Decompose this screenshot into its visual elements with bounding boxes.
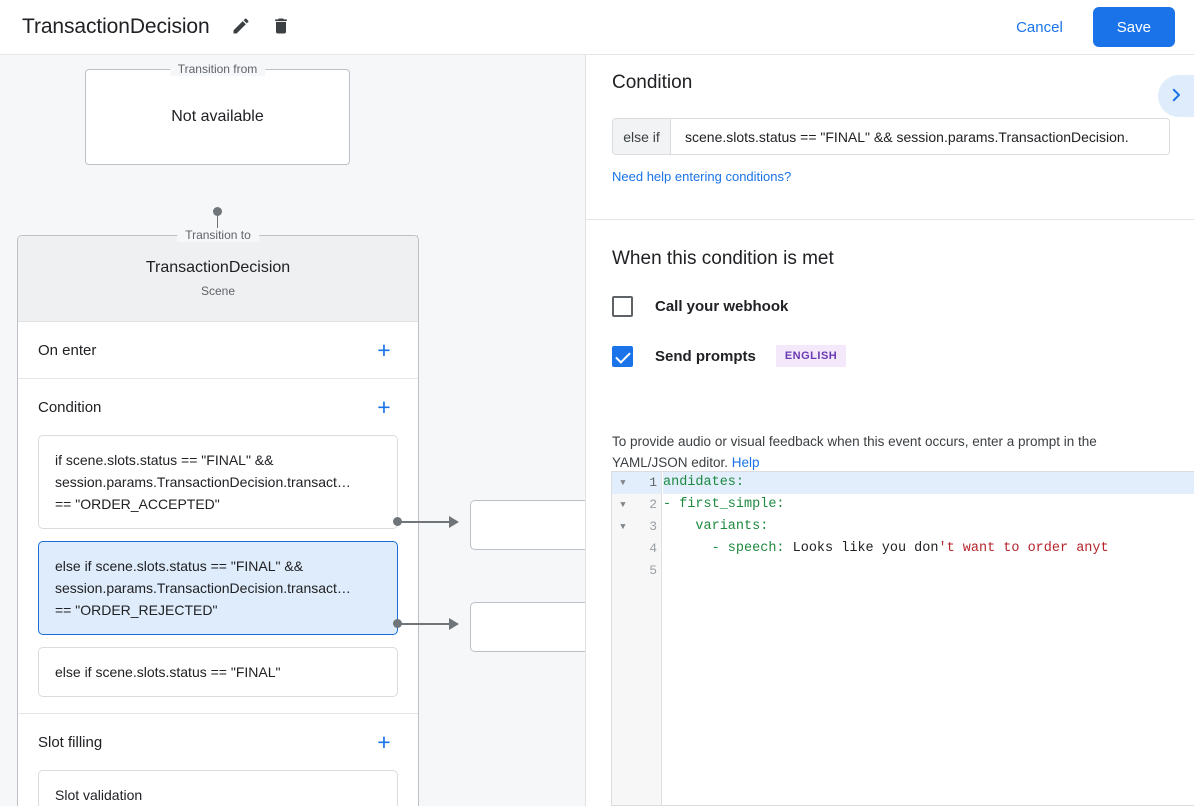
top-bar: TransactionDecision Cancel Save <box>0 0 1194 55</box>
condition-rejected-connector-arrow-icon <box>449 618 459 630</box>
condition-accepted-connector-line <box>398 521 450 523</box>
trash-icon <box>271 16 291 39</box>
condition-expression-input[interactable] <box>671 119 1169 154</box>
connector-dot <box>213 207 222 216</box>
prompt-help-link[interactable]: Help <box>731 455 760 470</box>
condition-accepted-connector-arrow-icon <box>449 516 459 528</box>
section-condition-title: Condition <box>38 398 102 416</box>
line-number: 3 <box>649 519 657 534</box>
delete-button[interactable] <box>264 10 298 44</box>
fold-toggle-3[interactable]: ▼ <box>620 522 626 532</box>
send-prompts-checkbox[interactable] <box>612 345 633 367</box>
fold-toggle-4 <box>612 538 634 560</box>
send-prompts-label: Send prompts <box>655 347 756 365</box>
condition-item-line: session.params.TransactionDecision.trans… <box>55 474 351 490</box>
editor-line-numbers: 1 2 3 4 5 <box>634 472 662 805</box>
when-condition-met-title: When this condition is met <box>612 248 834 269</box>
condition-help-link[interactable]: Need help entering conditions? <box>612 169 792 184</box>
section-condition-header: Condition + <box>38 379 398 435</box>
code-token: - speech: <box>663 541 785 556</box>
condition-item-rejected[interactable]: else if scene.slots.status == "FINAL" &&… <box>38 541 398 635</box>
target-node-accepted[interactable] <box>470 500 586 550</box>
target-node-rejected[interactable] <box>470 602 586 652</box>
condition-item-line: else if scene.slots.status == "FINAL" && <box>55 558 304 574</box>
code-token: - first_simple: <box>663 497 785 512</box>
slot-validation-label: Slot validation <box>55 787 143 803</box>
section-on-enter: On enter + <box>18 322 418 379</box>
condition-item-final[interactable]: else if scene.slots.status == "FINAL" <box>38 647 398 697</box>
condition-panel-header: Condition <box>586 55 1194 117</box>
call-webhook-checkbox[interactable] <box>612 296 633 317</box>
code-line[interactable]: - speech: Looks like you don't want to o… <box>663 538 1194 560</box>
edit-name-button[interactable] <box>224 10 258 44</box>
section-slot-filling: Slot filling + Slot validation <box>18 714 418 806</box>
condition-accepted-connector-dot <box>393 517 402 526</box>
scene-title: TransactionDecision <box>145 259 291 276</box>
pencil-icon <box>231 16 251 39</box>
line-number: 4 <box>649 541 657 556</box>
transition-from-node[interactable]: Transition from Not available <box>85 62 350 165</box>
page-title: TransactionDecision <box>22 15 210 38</box>
code-line[interactable]: - first_simple: <box>663 494 1194 516</box>
section-on-enter-title: On enter <box>38 341 97 359</box>
language-badge: ENGLISH <box>775 345 847 367</box>
prompt-description: To provide audio or visual feedback when… <box>612 431 1174 473</box>
scene-card-header: Transition to TransactionDecision Scene <box>18 228 418 322</box>
section-on-enter-header: On enter + <box>38 322 398 378</box>
line-number: 1 <box>634 472 661 494</box>
condition-item-line: session.params.TransactionDecision.trans… <box>55 580 351 596</box>
scene-subtitle: Scene <box>200 284 236 298</box>
fold-toggle-1[interactable]: ▼ <box>612 472 634 494</box>
editor-code-area[interactable]: andidates: - first_simple: variants: - s… <box>663 472 1194 805</box>
scene-graph-panel[interactable]: Transition from Not available Transition… <box>0 55 586 806</box>
panel-divider <box>585 55 586 806</box>
scene-card[interactable]: Transition to TransactionDecision Scene … <box>17 228 419 806</box>
cancel-button[interactable]: Cancel <box>1002 10 1077 45</box>
code-line[interactable]: variants: <box>663 516 1194 538</box>
condition-item-line: if scene.slots.status == "FINAL" && <box>55 452 274 468</box>
condition-panel-title: Condition <box>612 71 693 93</box>
condition-prefix-label: else if <box>613 119 671 154</box>
save-button[interactable]: Save <box>1092 7 1175 47</box>
slot-validation-item[interactable]: Slot validation <box>38 770 398 806</box>
code-token: variants: <box>663 519 769 534</box>
transition-from-value: Not available <box>171 108 264 125</box>
webhook-row: Call your webhook <box>612 296 788 317</box>
slot-filling-list: Slot validation <box>38 770 398 806</box>
add-on-enter-button[interactable]: + <box>370 336 398 364</box>
condition-input-row: else if <box>612 118 1170 155</box>
code-token: andidates: <box>663 475 745 490</box>
call-webhook-label: Call your webhook <box>655 298 789 315</box>
condition-item-line: else if scene.slots.status == "FINAL" <box>55 664 281 680</box>
line-number: 5 <box>649 563 657 578</box>
code-token: 't want to order anyt <box>938 541 1109 556</box>
condition-rejected-connector-line <box>398 623 450 625</box>
section-slot-filling-title: Slot filling <box>38 733 103 751</box>
line-number: 2 <box>649 497 657 512</box>
condition-list: if scene.slots.status == "FINAL" && sess… <box>38 435 398 713</box>
condition-item-line: == "ORDER_ACCEPTED" <box>55 496 220 512</box>
code-token: Looks like you don <box>784 541 939 556</box>
transition-from-legend: Transition from <box>169 62 266 76</box>
condition-item-accepted[interactable]: if scene.slots.status == "FINAL" && sess… <box>38 435 398 529</box>
section-slot-filling-header: Slot filling + <box>38 714 398 770</box>
transition-to-legend: Transition to <box>177 228 259 242</box>
editor-fold-gutter[interactable]: ▼ ▼ ▼ <box>612 472 634 805</box>
fold-toggle-5 <box>612 560 634 582</box>
section-condition: Condition + if scene.slots.status == "FI… <box>18 379 418 714</box>
yaml-editor[interactable]: ▼ ▼ ▼ 1 2 3 4 5 andidates: - first_simpl… <box>611 471 1194 806</box>
top-bar-actions: Cancel Save <box>1002 7 1194 47</box>
collapse-panel-button[interactable] <box>1158 75 1194 117</box>
code-line[interactable] <box>663 560 1194 582</box>
add-slot-filling-button[interactable]: + <box>370 728 398 756</box>
condition-item-line: == "ORDER_REJECTED" <box>55 602 218 618</box>
chevron-right-icon <box>1167 86 1185 107</box>
section-divider <box>586 219 1194 220</box>
prompt-description-text: To provide audio or visual feedback when… <box>612 434 1097 470</box>
send-prompts-row: Send prompts ENGLISH <box>612 345 847 367</box>
code-line[interactable]: andidates: <box>663 472 1194 494</box>
condition-rejected-connector-dot <box>393 619 402 628</box>
fold-toggle-2[interactable]: ▼ <box>620 500 626 510</box>
add-condition-button[interactable]: + <box>370 393 398 421</box>
